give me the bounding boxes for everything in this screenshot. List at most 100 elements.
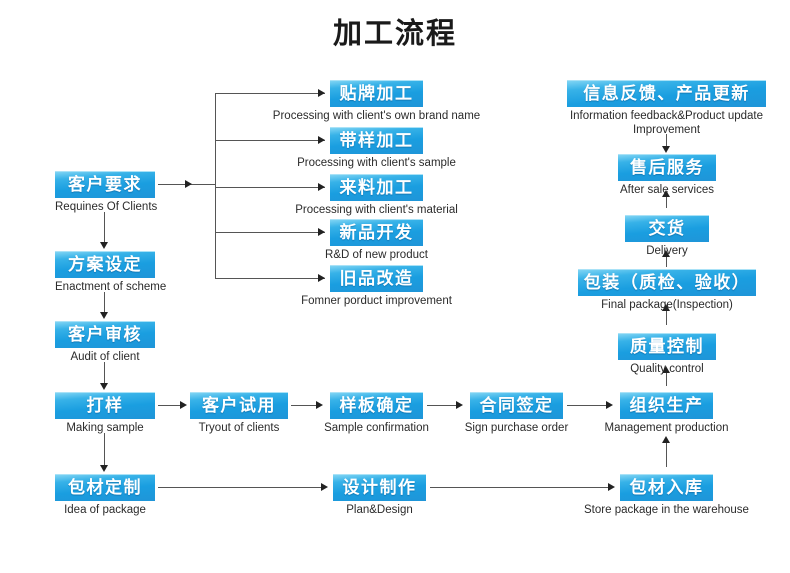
node-store-caption: Store package in the warehouse [584,504,749,516]
connector-final-package-delivery [666,256,667,267]
node-quality-label: 质量控制 [618,333,716,360]
node-delivery[interactable]: 交货 Delivery [625,215,709,259]
node-production-caption: Management production [604,422,729,434]
arrowhead-delivery-aftersale [662,190,670,197]
connector-scheme-audit [104,292,105,314]
node-oem[interactable]: 贴牌加工 Processing with client's own brand … [273,80,480,122]
arrowhead-requires-scheme [100,242,108,249]
connector-production-quality [666,372,667,386]
connector-trunk-rnd [215,232,325,233]
node-package-idea[interactable]: 包材定制 Idea of package [55,474,155,518]
node-production-label: 组织生产 [620,392,713,419]
node-sample-proc-label: 带样加工 [330,127,423,154]
connector-trunk-sample-proc [215,140,325,141]
arrowhead-sample-package-idea [100,465,108,472]
node-store[interactable]: 包材入库 Store package in the warehouse [584,474,749,516]
connector-sample-tryout [158,405,182,406]
node-design-label: 设计制作 [333,474,426,501]
node-rnd-label: 新品开发 [330,219,423,246]
arrowhead-trunk-material-proc [318,183,325,191]
arrowhead-quality-final-package [662,304,670,311]
node-purchase-caption: Sign purchase order [464,422,569,434]
node-sample-conf[interactable]: 样板确定 Sample confirmation [324,392,429,434]
node-oem-caption: Processing with client's own brand name [272,110,481,122]
node-requires-caption: Requines Of Clients [55,201,158,213]
node-sample-conf-label: 样板确定 [330,392,423,419]
node-sample-proc-caption: Processing with client's sample [297,157,456,169]
arrowhead-tryout-sample-conf [316,401,323,409]
node-feedback[interactable]: 信息反馈、产品更新 Information feedback&Product u… [567,80,766,136]
node-improve-old[interactable]: 旧品改造 Fomner porduct improvement [301,265,452,307]
node-scheme-caption: Enactment of scheme [55,281,167,293]
connector-trunk-oem [215,93,325,94]
node-purchase-label: 合同签定 [470,392,563,419]
arrowhead-trunk-improve-old [318,274,325,282]
node-package-idea-caption: Idea of package [64,504,146,516]
arrowhead-design-store [608,483,615,491]
node-delivery-label: 交货 [625,215,709,242]
node-aftersale-label: 售后服务 [618,154,716,181]
connector-sample-package-idea [104,433,105,467]
node-sample-proc[interactable]: 带样加工 Processing with client's sample [297,127,456,169]
node-sample[interactable]: 打样 Making sample [55,392,155,436]
node-audit-caption: Audit of client [70,351,140,363]
node-material-proc[interactable]: 来料加工 Processing with client's material [295,174,458,216]
arrowhead-audit-sample [100,383,108,390]
node-rnd[interactable]: 新品开发 R&D of new product [325,219,428,261]
node-purchase[interactable]: 合同签定 Sign purchase order [465,392,568,434]
arrowhead-trunk-oem [318,89,325,97]
connector-design-store [430,487,610,488]
connector-sample-conf-purchase [427,405,457,406]
arrowhead-final-package-delivery [662,250,670,257]
branch-trunk [215,93,216,279]
connector-quality-final-package [666,310,667,325]
node-material-proc-label: 来料加工 [330,174,423,201]
node-tryout-label: 客户试用 [190,392,288,419]
node-requires[interactable]: 客户要求 Requines Of Clients [55,171,158,215]
connector-audit-sample [104,362,105,385]
page-title: 加工流程 [332,16,457,50]
arrowhead-trunk-sample-proc [318,136,325,144]
node-sample-label: 打样 [55,392,155,419]
connector-package-idea-design [158,487,324,488]
connector-feedback-aftersale [666,134,667,148]
node-audit[interactable]: 客户审核 Audit of client [55,321,155,365]
node-store-label: 包材入库 [620,474,713,501]
node-final-package-label: 包装（质检、验收） [578,269,756,296]
connector-trunk-material-proc [215,187,325,188]
node-scheme-label: 方案设定 [55,251,155,278]
node-sample-caption: Making sample [66,422,144,434]
node-design-caption: Plan&Design [346,504,413,516]
arrowhead-scheme-audit [100,312,108,319]
arrowhead-sample-tryout [180,401,187,409]
arrowhead-trunk-rnd [318,228,325,236]
arrowhead-store-production [662,436,670,443]
connector-trunk-improve-old [215,278,325,279]
node-design[interactable]: 设计制作 Plan&Design [333,474,426,518]
node-aftersale[interactable]: 售后服务 After sale services [618,154,716,196]
arrowhead-sample-conf-purchase [456,401,463,409]
node-audit-label: 客户审核 [55,321,155,348]
node-oem-label: 贴牌加工 [330,80,423,107]
connector-tryout-sample-conf [291,405,317,406]
arrowhead-purchase-production [606,401,613,409]
node-scheme[interactable]: 方案设定 Enactment of scheme [55,251,167,295]
arrowhead-requires-trunk [185,180,192,188]
arrowhead-production-quality [662,366,670,373]
node-package-idea-label: 包材定制 [55,474,155,501]
node-feedback-caption: Information feedback&Product update Impr… [569,110,764,136]
connector-purchase-production [567,405,607,406]
node-tryout-caption: Tryout of clients [198,422,280,434]
arrowhead-feedback-aftersale [662,146,670,153]
node-feedback-label: 信息反馈、产品更新 [567,80,766,107]
connector-requires-scheme [104,212,105,244]
node-tryout[interactable]: 客户试用 Tryout of clients [190,392,288,436]
node-improve-old-caption: Fomner porduct improvement [301,295,452,307]
connector-delivery-aftersale [666,196,667,208]
arrowhead-package-idea-design [321,483,328,491]
connector-store-production [666,440,667,467]
node-rnd-caption: R&D of new product [325,249,428,261]
node-production[interactable]: 组织生产 Management production [604,392,729,434]
node-material-proc-caption: Processing with client's material [295,204,458,216]
node-improve-old-label: 旧品改造 [330,265,423,292]
